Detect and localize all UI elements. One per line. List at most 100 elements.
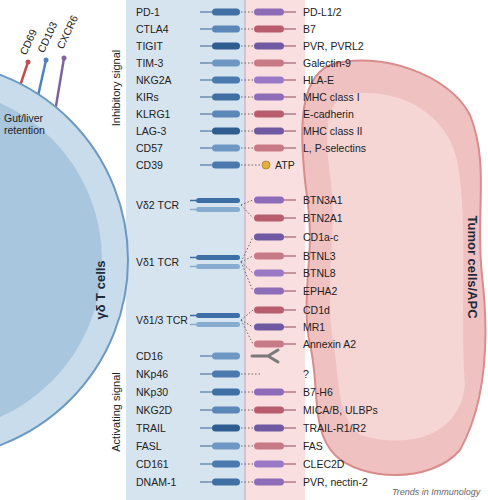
ligand-stem — [284, 96, 296, 98]
ligand-name: MR1 — [303, 321, 325, 333]
retention-marker: CD69 — [17, 27, 39, 56]
atp-molecule — [262, 161, 270, 169]
ligand-icon — [254, 234, 284, 241]
pairing-dots — [241, 482, 253, 483]
receptor-stem — [200, 391, 212, 393]
tcr-chain — [196, 322, 240, 327]
ligand-icon — [254, 145, 284, 152]
ligand-stem — [284, 113, 296, 115]
ligand-name: CLEC2D — [303, 458, 344, 470]
receptor-icon — [212, 9, 240, 16]
receptor-name: CD39 — [136, 159, 163, 171]
receptor-icon — [212, 353, 240, 360]
receptor-stem — [200, 96, 212, 98]
tcr-stem — [190, 315, 196, 317]
ligand-stem — [284, 11, 296, 13]
receptor-icon — [212, 425, 240, 432]
ligand-stem — [284, 427, 296, 429]
receptor-name: NKp30 — [136, 386, 168, 398]
ligand-name: E-cadherin — [303, 108, 354, 120]
tcr-chain — [196, 207, 240, 212]
ligand-icon — [254, 9, 284, 16]
ligand-name: ATP — [275, 159, 295, 171]
pairing-dots — [241, 165, 261, 166]
ligand-icon — [254, 60, 284, 67]
retention-marker: CXCR6 — [54, 13, 80, 50]
tcr-chain — [196, 255, 240, 260]
receptor-name: CD161 — [136, 458, 169, 470]
receptor-icon — [212, 111, 240, 118]
tcr-stem — [190, 324, 196, 326]
receptor-stem — [200, 130, 212, 132]
receptor-icon — [212, 26, 240, 33]
ligand-icon — [254, 324, 284, 331]
ligand-stem — [284, 255, 296, 257]
receptor-name: CD16 — [136, 350, 163, 362]
t-cell-membrane-band — [126, 0, 245, 500]
retention-receptor-head — [62, 56, 67, 61]
receptor-stem — [200, 427, 212, 429]
ligand-name: B7-H6 — [303, 386, 333, 398]
ligand-icon — [254, 26, 284, 33]
ligand-icon — [254, 77, 284, 84]
receptor-stem — [200, 113, 212, 115]
tcr-chain — [196, 313, 240, 318]
ligand-stem — [284, 343, 296, 345]
ligand-stem — [284, 28, 296, 30]
receptor-stem — [200, 45, 212, 47]
ligand-name: MHC class I — [303, 91, 360, 103]
receptor-name: LAG-3 — [136, 125, 166, 137]
ligand-stem — [284, 391, 296, 393]
receptor-icon — [212, 60, 240, 67]
pairing-dots — [241, 428, 253, 429]
receptor-name: NKG2D — [136, 404, 172, 416]
tcr-stem — [190, 266, 196, 268]
receptor-name: NKG2A — [136, 74, 172, 86]
ligand-name: FAS — [303, 440, 323, 452]
retention-receptor — [56, 58, 64, 106]
ligand-icon — [254, 443, 284, 450]
ligand-name: Annexin A2 — [303, 338, 356, 350]
ligand-name: CD1d — [303, 304, 330, 316]
ligand-stem — [284, 199, 296, 201]
ligand-icon — [254, 407, 284, 414]
ligand-stem — [284, 130, 296, 132]
receptor-stem — [200, 373, 212, 375]
ligand-icon — [254, 461, 284, 468]
journal-watermark: Trends in Immunology — [392, 486, 480, 498]
ligand-name: BTNL8 — [303, 267, 336, 279]
ligand-icon — [254, 128, 284, 135]
retention-note: Gut/liver retention — [4, 112, 76, 136]
ligand-name: MICA/B, ULBPs — [303, 404, 378, 416]
ligand-icon — [254, 94, 284, 101]
pairing-dots — [241, 446, 253, 447]
receptor-stem — [200, 62, 212, 64]
ligand-icon — [254, 425, 284, 432]
receptor-stem — [200, 164, 212, 166]
receptor-icon — [212, 407, 240, 414]
ligand-icon — [254, 389, 284, 396]
ligand-stem — [284, 147, 296, 149]
receptor-name: NKp46 — [136, 368, 168, 380]
tcr-chain — [196, 198, 240, 203]
ligand-name: EPHA2 — [303, 285, 337, 297]
ligand-stem — [284, 217, 296, 219]
ligand-stem — [284, 445, 296, 447]
tcr-stem — [190, 209, 196, 211]
ligand-name: BTN2A1 — [303, 212, 343, 224]
cell-membrane — [302, 61, 485, 475]
ligand-name: ? — [303, 368, 309, 380]
pairing-dots — [241, 97, 253, 98]
pairing-dots — [241, 256, 253, 262]
ligand-icon — [254, 253, 284, 260]
antibody-icon — [252, 350, 278, 362]
cell-name: γδ T cells — [93, 260, 108, 319]
ligand-stem — [284, 481, 296, 483]
ligand-stem — [284, 326, 296, 328]
pairing-dots — [241, 310, 253, 320]
pairing-dots — [241, 237, 253, 262]
pairing-dots — [241, 200, 253, 205]
ligand-stem — [284, 236, 296, 238]
ligand-name: Galectin-9 — [303, 57, 351, 69]
ligand-name: B7 — [303, 23, 316, 35]
